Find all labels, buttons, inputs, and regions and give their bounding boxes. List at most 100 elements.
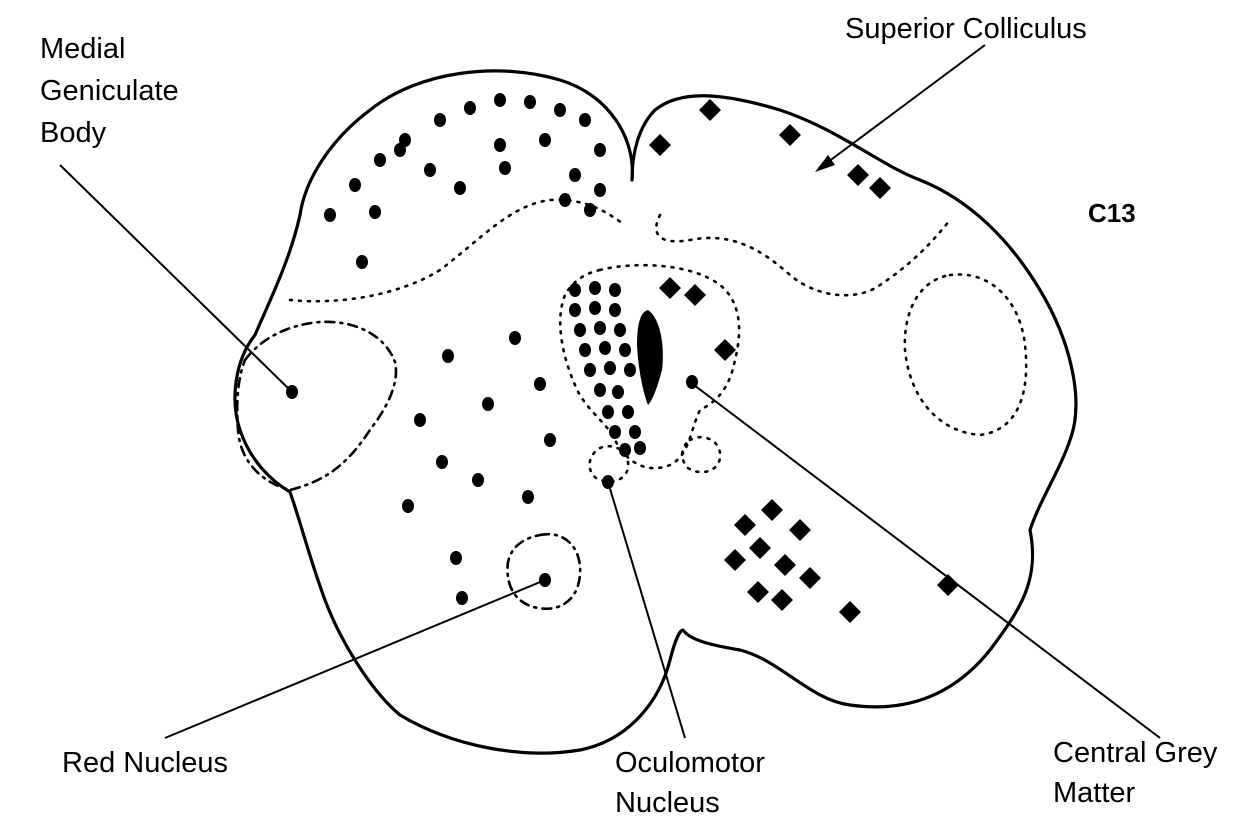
cell-dot — [609, 283, 621, 297]
cell-dot — [609, 425, 621, 439]
cell-dot — [539, 133, 551, 147]
cell-dot — [634, 441, 646, 455]
cell-dot — [609, 303, 621, 317]
cell-diamond — [684, 284, 706, 306]
cell-diamond — [699, 99, 721, 121]
cell-dot — [559, 193, 571, 207]
cell-dot — [534, 377, 546, 391]
cell-dot — [324, 208, 336, 222]
label-central-grey-line1: Central Grey — [1053, 737, 1218, 769]
cell-dot — [584, 363, 596, 377]
cell-dot — [599, 341, 611, 355]
cell-dot — [456, 591, 468, 605]
label-red-nucleus: Red Nucleus — [62, 747, 228, 779]
cell-dot — [594, 183, 606, 197]
cell-dot — [369, 205, 381, 219]
label-oculomotor-line2: Nucleus — [615, 787, 720, 819]
cell-dot — [579, 343, 591, 357]
label-oculomotor-line1: Oculomotor — [615, 747, 765, 779]
cell-dot — [454, 181, 466, 195]
cell-diamond — [747, 581, 769, 603]
tectum-boundary — [290, 200, 950, 301]
cell-dot — [624, 363, 636, 377]
cell-dot — [356, 255, 368, 269]
label-medial-geniculate-line1: Medial — [40, 33, 125, 65]
cell-dot — [442, 349, 454, 363]
cell-dot — [434, 113, 446, 127]
cell-diamond — [774, 554, 796, 576]
cell-dot — [450, 551, 462, 565]
cell-dot — [594, 321, 606, 335]
label-superior-colliculus: Superior Colliculus — [845, 13, 1087, 45]
oculomotor-right-loop — [682, 437, 720, 472]
cell-dot — [349, 178, 361, 192]
label-medial-geniculate-line2: Geniculate — [40, 75, 179, 107]
leader-superior-colliculus — [820, 45, 985, 168]
cell-diamond — [799, 567, 821, 589]
cell-dot — [612, 385, 624, 399]
cell-dot — [619, 443, 631, 457]
cell-dot — [509, 331, 521, 345]
cell-dot — [622, 405, 634, 419]
leader-red-nucleus — [165, 580, 545, 738]
cell-dot — [619, 343, 631, 357]
cell-dot — [544, 433, 556, 447]
cell-dot — [494, 93, 506, 107]
cell-diamond — [714, 339, 736, 361]
label-central-grey-line2: Matter — [1053, 777, 1136, 809]
cell-dot — [629, 425, 641, 439]
cell-diamond — [789, 519, 811, 541]
cell-diamond — [847, 164, 869, 186]
cell-diamond — [839, 601, 861, 623]
label-medial-geniculate-line3: Body — [40, 117, 107, 149]
cell-diamond — [749, 537, 771, 559]
cell-diamond — [869, 177, 891, 199]
cell-diamond — [779, 124, 801, 146]
cell-dot — [604, 361, 616, 375]
leader-oculomotor — [608, 482, 685, 738]
right-lateral-oval — [905, 274, 1026, 435]
cell-dot — [569, 168, 581, 182]
cerebral-aqueduct — [637, 310, 663, 405]
cell-diamond — [659, 277, 681, 299]
cell-dot — [589, 281, 601, 295]
cell-dot — [569, 283, 581, 297]
leader-medial-geniculate — [60, 165, 292, 392]
cell-dot — [494, 138, 506, 152]
midbrain-outline — [235, 71, 1076, 753]
cell-dot — [464, 101, 476, 115]
cell-markers — [286, 93, 959, 623]
leader-central-grey — [690, 382, 1160, 738]
cell-dot — [579, 113, 591, 127]
cell-dot — [569, 303, 581, 317]
cell-dot — [574, 323, 586, 337]
cell-dot — [499, 161, 511, 175]
cell-diamond — [771, 589, 793, 611]
cell-dot — [589, 301, 601, 315]
cell-dot — [602, 405, 614, 419]
cell-diamond — [761, 499, 783, 521]
cell-dot — [584, 203, 596, 217]
cell-dot — [594, 143, 606, 157]
cell-diamond — [724, 549, 746, 571]
cell-dot — [402, 499, 414, 513]
cell-dot — [482, 397, 494, 411]
arrowhead-superior-colliculus — [815, 155, 835, 172]
red-nucleus-region — [507, 534, 580, 609]
cell-dot — [522, 490, 534, 504]
cell-dot — [472, 473, 484, 487]
cell-dot — [594, 383, 606, 397]
label-figure-id: C13 — [1088, 198, 1136, 228]
cell-dot — [414, 413, 426, 427]
cell-dot — [374, 153, 386, 167]
cell-dot — [436, 455, 448, 469]
cell-diamond — [649, 134, 671, 156]
cell-diamond — [734, 514, 756, 536]
medial-geniculate-region — [237, 322, 396, 490]
cell-dot — [524, 95, 536, 109]
cell-dot — [394, 143, 406, 157]
cell-dot — [554, 103, 566, 117]
cell-dot — [424, 163, 436, 177]
cell-dot — [614, 323, 626, 337]
